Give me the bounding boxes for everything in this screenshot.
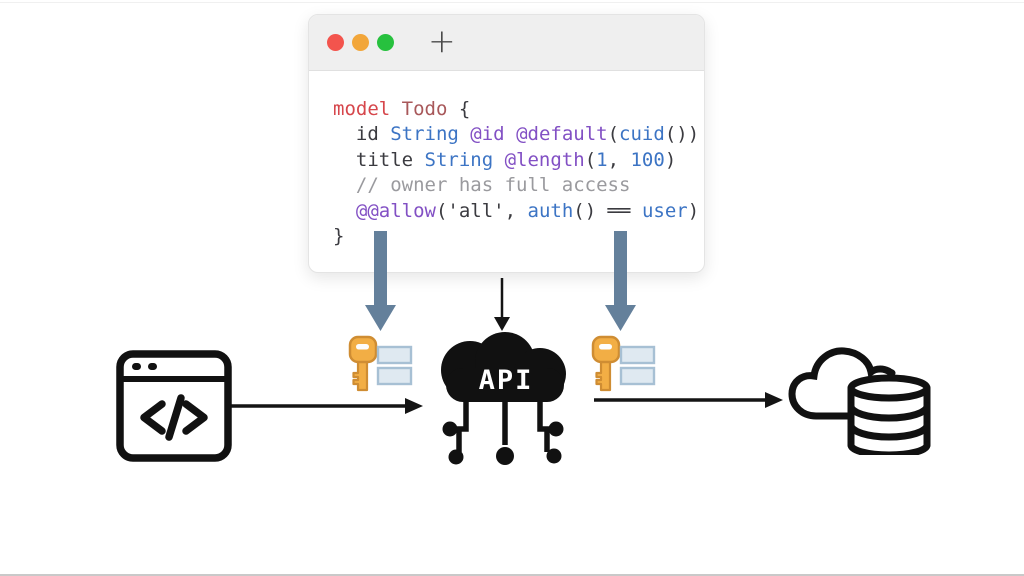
close-button[interactable] bbox=[327, 34, 344, 51]
code-token: Todo bbox=[401, 98, 448, 120]
code-token: 100 bbox=[630, 148, 665, 171]
auth-keys-right bbox=[591, 335, 656, 392]
code-token: 'all' bbox=[447, 199, 505, 222]
code-token: cuid bbox=[619, 123, 665, 146]
api-label: API bbox=[479, 365, 534, 396]
code-token: id bbox=[333, 123, 391, 146]
code-token: , bbox=[607, 148, 631, 171]
code-token: @@allow bbox=[355, 199, 436, 222]
code-token: model bbox=[333, 98, 402, 120]
code-line: title String @length(1, 100) bbox=[333, 148, 704, 173]
code-token: title bbox=[333, 148, 425, 171]
maximize-button[interactable] bbox=[377, 34, 394, 51]
code-token: @default bbox=[516, 123, 608, 146]
frame-bottom-edge bbox=[0, 574, 1024, 576]
browser-dot-icon bbox=[148, 363, 157, 370]
code-token: @length bbox=[504, 148, 585, 171]
new-tab-button[interactable]: + bbox=[428, 21, 456, 60]
browser-dot-icon bbox=[132, 363, 141, 370]
minimize-button[interactable] bbox=[352, 34, 369, 51]
cloud-database-icon bbox=[788, 347, 931, 455]
browser-frame bbox=[116, 350, 232, 462]
code-token: ( bbox=[584, 148, 597, 171]
code-token: // owner has full access bbox=[333, 174, 631, 197]
code-line: // owner has full access bbox=[333, 173, 704, 198]
api-cloud-icon: API bbox=[441, 332, 566, 465]
circuit-nodes bbox=[442, 421, 564, 465]
code-glyph-icon bbox=[140, 394, 208, 441]
code-token: ()) bbox=[664, 123, 700, 146]
code-token: ( bbox=[435, 199, 448, 222]
key-icon bbox=[348, 335, 378, 392]
key-icon bbox=[591, 335, 621, 392]
code-line: } bbox=[333, 224, 704, 249]
frame-top-edge bbox=[0, 2, 1024, 3]
cloud-shape bbox=[441, 332, 566, 402]
code-token: String bbox=[390, 123, 459, 146]
auth-keys-left bbox=[348, 335, 413, 392]
code-token: } bbox=[333, 225, 345, 248]
schema-to-api-arrow bbox=[494, 278, 510, 331]
client-to-api-arrow bbox=[231, 398, 423, 414]
cloud-outline bbox=[788, 347, 896, 420]
database-cylinder-icon bbox=[847, 374, 931, 455]
code-token: { bbox=[447, 98, 471, 120]
credential-fields-icon bbox=[376, 345, 413, 386]
code-token bbox=[505, 123, 516, 145]
code-token bbox=[493, 149, 504, 171]
code-block: model Todo { id String @id @default(cuid… bbox=[309, 71, 704, 249]
code-token: String bbox=[424, 148, 494, 171]
code-line: @@allow('all', auth() ══ user) bbox=[333, 199, 704, 224]
code-token: @id bbox=[470, 123, 505, 146]
code-token: user bbox=[641, 199, 688, 222]
code-token: , bbox=[504, 199, 528, 222]
code-line: model Todo { bbox=[333, 97, 704, 122]
code-token: ══ bbox=[607, 199, 631, 222]
code-editor-window: + model Todo { id String @id @default(cu… bbox=[308, 14, 705, 273]
code-token: auth bbox=[527, 199, 574, 222]
code-token: () bbox=[573, 199, 608, 222]
code-token: 1 bbox=[596, 148, 608, 171]
code-token: ) bbox=[664, 148, 677, 171]
code-token bbox=[631, 200, 642, 222]
client-app-icon bbox=[116, 350, 232, 462]
window-titlebar: + bbox=[309, 15, 704, 71]
api-to-database-arrow bbox=[594, 392, 783, 408]
credential-fields-icon bbox=[619, 345, 656, 386]
code-token: ( bbox=[607, 123, 620, 146]
code-line: id String @id @default(cuid()) bbox=[333, 122, 704, 147]
code-token: ) bbox=[687, 199, 700, 222]
code-token bbox=[459, 123, 470, 145]
code-token bbox=[333, 200, 356, 222]
circuit-legs bbox=[455, 395, 551, 452]
